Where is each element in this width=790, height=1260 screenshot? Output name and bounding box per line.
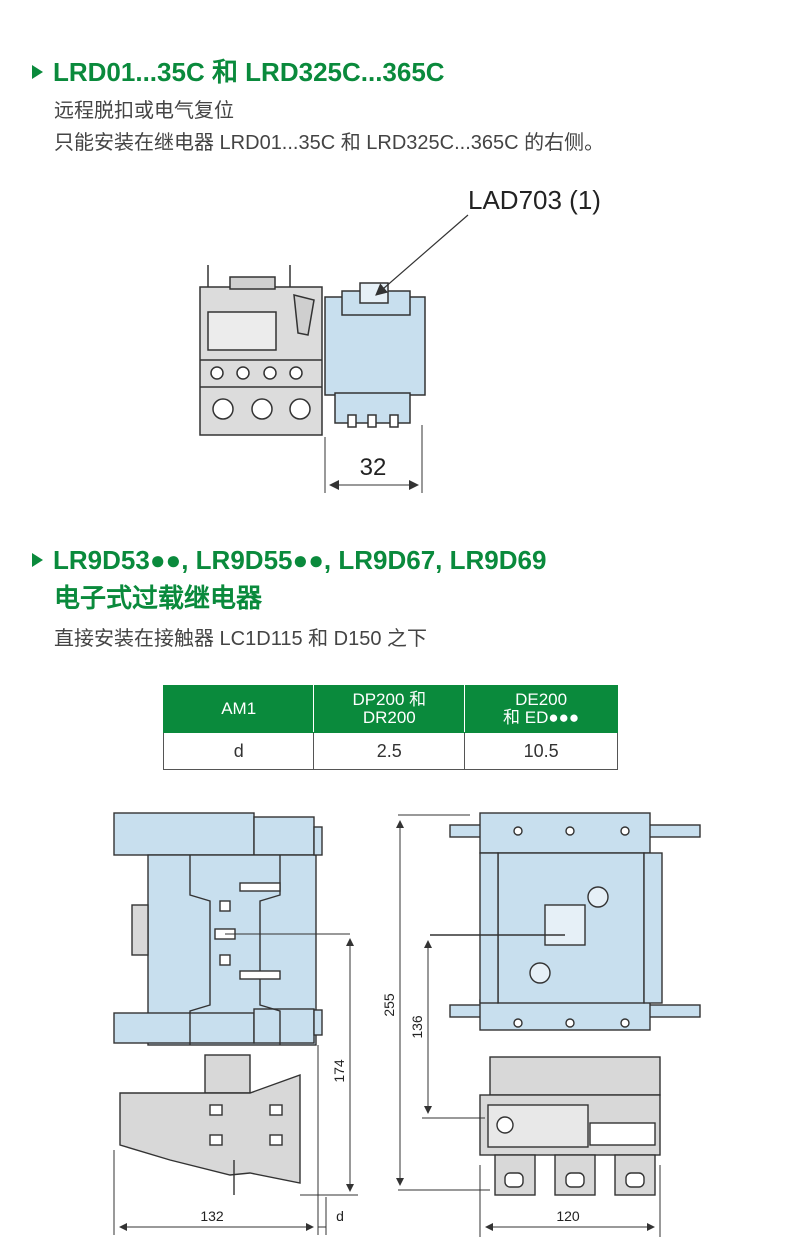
triangle-bullet-icon — [32, 553, 43, 567]
spec-table: AM1 DP200 和 DR200 DE200 和 ED●●● d 2.5 10… — [162, 685, 618, 770]
relay-body — [199, 265, 323, 436]
section1-line1: 远程脱扣或电气复位 — [54, 100, 234, 122]
dimension-32: 32 — [360, 454, 387, 481]
table-cell-value: 2.5 — [313, 732, 466, 770]
dimension-132: 132 — [200, 1208, 224, 1224]
dimension-d: d — [336, 1208, 344, 1224]
section2-subtitle: 电子式过载继电器 — [54, 583, 263, 613]
section2-line1: 直接安装在接触器 LC1D115 和 D150 之下 — [54, 628, 428, 650]
section1-line2: 只能安装在继电器 LRD01...35C 和 LRD325C...365C 的右… — [54, 132, 605, 154]
table-header-dp200: DP200 和 DR200 — [313, 685, 466, 733]
diagram-side-view: 132 d 174 — [113, 812, 358, 1235]
section2-title: LR9D53●●, LR9D55●●, LR9D67, LR9D69 — [32, 544, 546, 576]
section2-title-text: LR9D53●●, LR9D55●●, LR9D67, LR9D69 — [53, 545, 547, 575]
dimension-136: 136 — [409, 1015, 425, 1039]
callout-label: LAD703 (1) — [468, 185, 601, 215]
table-row: d 2.5 10.5 — [162, 732, 618, 770]
diagram-front-view: 255 136 120 — [381, 812, 701, 1237]
section1-title-text: LRD01...35C 和 LRD325C...365C — [53, 57, 445, 87]
contactor-front — [430, 812, 701, 1031]
lad703-module — [324, 282, 426, 428]
contactor-side — [113, 812, 323, 1046]
dimension-174: 174 — [331, 1059, 347, 1083]
section1-title: LRD01...35C 和 LRD325C...365C — [32, 56, 445, 88]
relay-side — [119, 1054, 301, 1195]
table-header-de200: DE200 和 ED●●● — [464, 685, 618, 733]
table-cell-label: d — [162, 732, 315, 770]
dimension-120: 120 — [556, 1208, 580, 1224]
dimension-255: 255 — [381, 993, 397, 1017]
table-cell-value: 10.5 — [464, 732, 618, 770]
table-header-am1: AM1 — [162, 685, 315, 733]
diagram-lrd-side-module: LAD703 (1) 32 — [199, 185, 601, 493]
callout-arrow — [375, 214, 469, 296]
relay-front — [479, 1056, 661, 1196]
triangle-bullet-icon — [32, 65, 43, 79]
